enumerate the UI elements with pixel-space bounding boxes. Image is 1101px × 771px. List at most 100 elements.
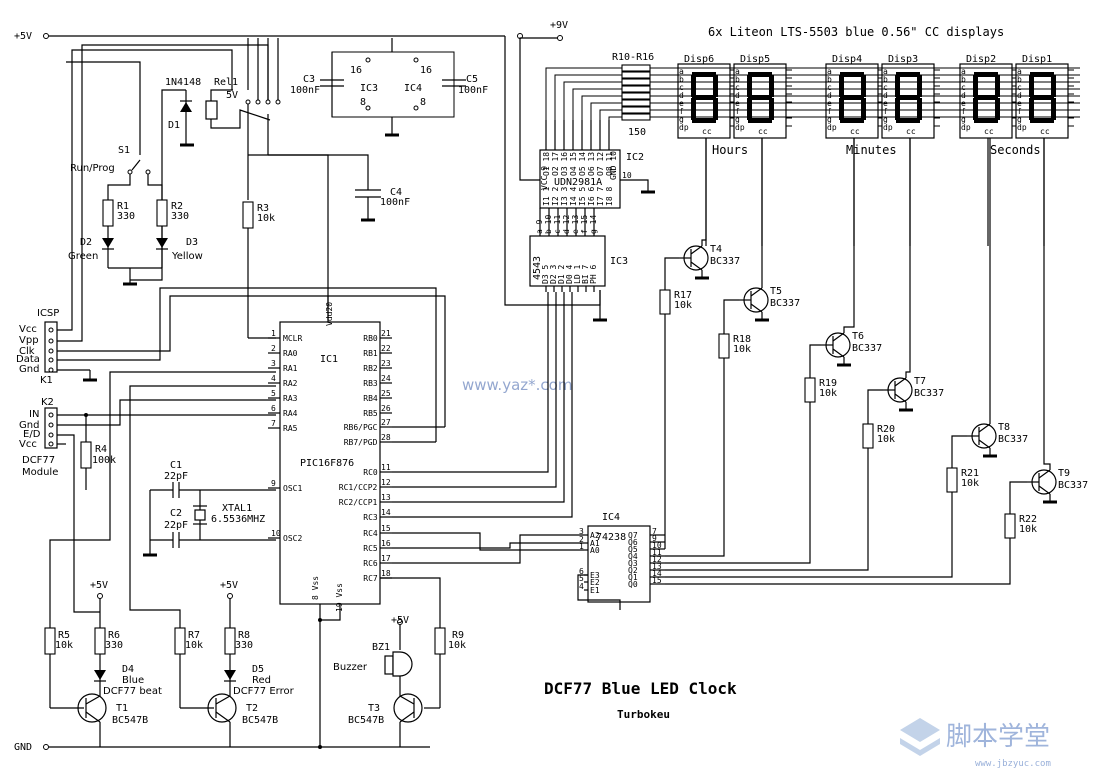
schematic-label: Vdd20 (325, 302, 334, 326)
buzzer-driver: R9 10k +5V BZ1 Buzzer T3 BC547B (333, 577, 466, 747)
ic1-pin-label: RB5 (363, 409, 378, 418)
schematic-label: R9 (452, 630, 464, 641)
schematic-label: f 15 (580, 215, 589, 234)
schematic-label: BI 7 (581, 265, 590, 284)
ic1-pin-label: OSC1 (283, 484, 302, 493)
schematic-label: Red (252, 675, 271, 686)
schematic-label: Q4 (628, 552, 638, 561)
schematic-label: E2 (590, 578, 600, 587)
ic1-pin-label: RB4 (363, 394, 378, 403)
schematic-label: f (735, 107, 740, 116)
ic1-pin-label: RC1/CCP2 (339, 483, 378, 492)
schematic-label: BZ1 (372, 642, 390, 653)
schematic-label: a (735, 67, 740, 76)
schematic-label: 11 (652, 548, 662, 557)
display-label: Disp2 (966, 54, 996, 65)
schematic-label: a (679, 67, 684, 76)
schematic-label: O1 18 (542, 152, 551, 176)
schematic-label: K2 (41, 397, 54, 408)
schematic-label: I7 7 (596, 187, 605, 206)
group-seconds: Seconds (990, 143, 1041, 157)
schematic-label: 13 (652, 562, 662, 571)
schematic-label: dp (827, 123, 837, 132)
display-label: Disp4 (832, 54, 862, 65)
schematic-label: Q1 (628, 573, 638, 582)
schematic-label: Q7 (628, 531, 638, 540)
schematic-label: D3 (186, 237, 198, 248)
schematic-label: DCF77 beat (103, 686, 162, 697)
schematic-label: Data (16, 354, 40, 365)
resistor-value: 10k (961, 478, 979, 489)
schematic-label: b (827, 75, 832, 84)
schematic-label: Vcc (19, 324, 37, 335)
schematic-label: E1 (590, 586, 600, 595)
schematic-label: b (883, 75, 888, 84)
schematic-label: cc (758, 127, 768, 136)
ic1-pin-label: RC6 (363, 559, 378, 568)
schematic-label: 14 (652, 569, 662, 578)
schematic-label: T1 (116, 703, 128, 714)
schematic-label: 10k (257, 213, 275, 224)
schematic-label: c (735, 83, 740, 92)
oscillator: XTAL1 6.5536MHZ C1 22pF C2 22pF (143, 460, 276, 557)
beat-led-driver: R5 10k +5V R6 330 D4 Blue DCF77 beat T1 … (44, 371, 295, 747)
resistor-label: R20 (877, 424, 895, 435)
resistor-label: R18 (733, 334, 751, 345)
schematic-label: dp (961, 123, 971, 132)
ic1-pin-num: 26 (381, 404, 391, 413)
transistor-label: T9 (1058, 468, 1070, 479)
ic1-pin-num: 12 (381, 478, 391, 487)
schematic-label: A2 (590, 531, 600, 540)
schematic-label: C1 (170, 460, 182, 471)
schematic-label: D2 (80, 237, 92, 248)
ic1-pin-num: 22 (381, 344, 391, 353)
schematic-label: f (961, 107, 966, 116)
schematic-label: BC547B (348, 715, 384, 726)
resistor-value: 10k (1019, 524, 1037, 535)
schematic-label: 5V (226, 90, 238, 101)
transistor-label: T8 (998, 422, 1010, 433)
ic1-pin-label: OSC2 (283, 534, 302, 543)
schematic-label: 100nF (290, 85, 320, 96)
schematic-label: a (883, 67, 888, 76)
schematic-label: O5 14 (578, 152, 587, 176)
schematic-label: Q2 (628, 566, 638, 575)
ic1-pin-label: RC3 (363, 513, 378, 522)
ic1-pin-num: 14 (381, 508, 391, 517)
schematic-label: Yellow (171, 251, 203, 262)
schematic-label: D1 (168, 120, 180, 131)
schematic-label: f (679, 107, 684, 116)
schematic-label: 16 (420, 65, 432, 76)
ic1-pin-label: RB6/PGC (344, 423, 378, 432)
ic1-pin-label: RC5 (363, 544, 378, 553)
schematic-label: f (1017, 107, 1022, 116)
schematic-label: a (961, 67, 966, 76)
schematic-label: 330 (171, 211, 189, 222)
transistor-label: T7 (914, 376, 926, 387)
schematic-label: O7 12 (596, 152, 605, 176)
schematic-label: I2 2 (551, 187, 560, 206)
schematic-label: IC3 (360, 83, 378, 94)
resistor-value: 10k (819, 388, 837, 399)
schematic-label: Green (68, 251, 98, 262)
schematic-label: g (961, 115, 966, 124)
ic1-pin-num: 18 (381, 569, 391, 578)
schematic-label: K1 (40, 375, 53, 386)
schematic-label: R10-R16 (612, 52, 654, 63)
ic1-pin-label: RA3 (283, 394, 298, 403)
schematic-label: E/D (23, 429, 41, 440)
resistor-label: R17 (674, 290, 692, 301)
ic1-pin-label: RC4 (363, 529, 378, 538)
dcf77-connector: K2 IN Gnd E/D Vcc DCF77 Module R4 100k (19, 397, 276, 613)
ic1-pin-num: 13 (381, 493, 391, 502)
schematic-label: D1 2 (557, 265, 566, 284)
schematic-label: cc (850, 127, 860, 136)
resistor-value: 10k (733, 344, 751, 355)
schematic-label: Gnd (19, 364, 39, 375)
schematic-label: S1 (118, 145, 130, 156)
schematic-label: 22pF (164, 471, 188, 482)
schematic-label: g (1017, 115, 1022, 124)
schematic-label: D5 (252, 664, 264, 675)
ic1-pin-num: 23 (381, 359, 391, 368)
